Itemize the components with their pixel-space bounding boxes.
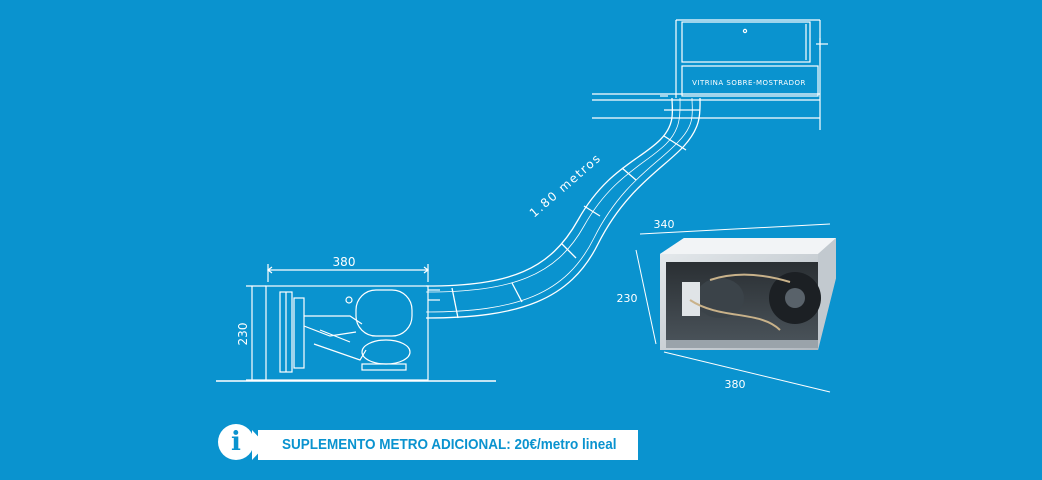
photo-receiver bbox=[682, 282, 700, 316]
photo-height-label: 230 bbox=[617, 292, 638, 305]
photo-depth-dim bbox=[639, 223, 831, 235]
info-bar: i SUPLEMENTO METRO ADICIONAL: 20€/metro … bbox=[218, 424, 638, 460]
pipe-length-label: 1.80 metros bbox=[527, 151, 604, 221]
pipe-line-b bbox=[425, 97, 693, 313]
showcase-label-box bbox=[681, 65, 819, 97]
info-banner-notch bbox=[252, 430, 266, 460]
showcase-glass bbox=[681, 21, 811, 63]
pipe-clamp-6 bbox=[663, 135, 687, 151]
photo-depth-label: 340 bbox=[654, 218, 675, 231]
showcase-light-dot bbox=[742, 28, 748, 34]
product-photo bbox=[635, 223, 836, 393]
photo-cabinet-side bbox=[818, 238, 836, 350]
pipe-clamp-1 bbox=[451, 287, 459, 319]
unit-width-label: 380 bbox=[333, 255, 356, 269]
pipe-clamp-4 bbox=[583, 205, 601, 217]
unit-pipe-3 bbox=[313, 343, 367, 361]
photo-fan-hub bbox=[785, 288, 805, 308]
unit-height-label: 230 bbox=[236, 323, 250, 346]
pipe-clamp-2 bbox=[511, 282, 523, 303]
photo-cabinet-top bbox=[660, 238, 836, 254]
unit-condenser bbox=[293, 297, 305, 369]
photo-width-dim bbox=[663, 351, 831, 393]
pipe-clamp-5 bbox=[621, 167, 637, 181]
width-dim-arrow-r bbox=[423, 266, 429, 274]
photo-base-rail bbox=[666, 340, 818, 348]
pipe-line-a bbox=[425, 97, 681, 293]
info-icon: i bbox=[218, 424, 254, 460]
photo-copper-pipe bbox=[689, 299, 781, 331]
refrigerant-pipe bbox=[425, 97, 701, 319]
photo-copper-pipe-2 bbox=[709, 273, 791, 283]
unit-drawing bbox=[216, 264, 496, 382]
unit-pipe-2 bbox=[304, 315, 363, 325]
photo-height-dim bbox=[635, 249, 657, 345]
width-dim-arrow-l bbox=[267, 266, 273, 274]
pipe-outer-edge bbox=[425, 97, 674, 287]
info-banner-text: SUPLEMENTO METRO ADICIONAL: 20€/metro li… bbox=[282, 436, 617, 453]
photo-width-label: 380 bbox=[725, 378, 746, 391]
unit-compressor bbox=[355, 289, 413, 337]
unit-cabinet bbox=[265, 285, 429, 381]
unit-receiver-tank bbox=[361, 339, 411, 365]
unit-valve bbox=[345, 296, 353, 304]
unit-pipe-4 bbox=[319, 329, 351, 343]
unit-pipe-1 bbox=[303, 325, 357, 337]
showcase-label: VITRINA SOBRE-MOSTRADOR bbox=[692, 79, 806, 87]
showcase-drawing bbox=[592, 19, 828, 130]
unit-base-plate bbox=[361, 363, 407, 371]
info-banner: SUPLEMENTO METRO ADICIONAL: 20€/metro li… bbox=[258, 430, 638, 460]
pipe-clamp-3 bbox=[561, 243, 577, 259]
pipe-inner-edge bbox=[425, 97, 701, 319]
